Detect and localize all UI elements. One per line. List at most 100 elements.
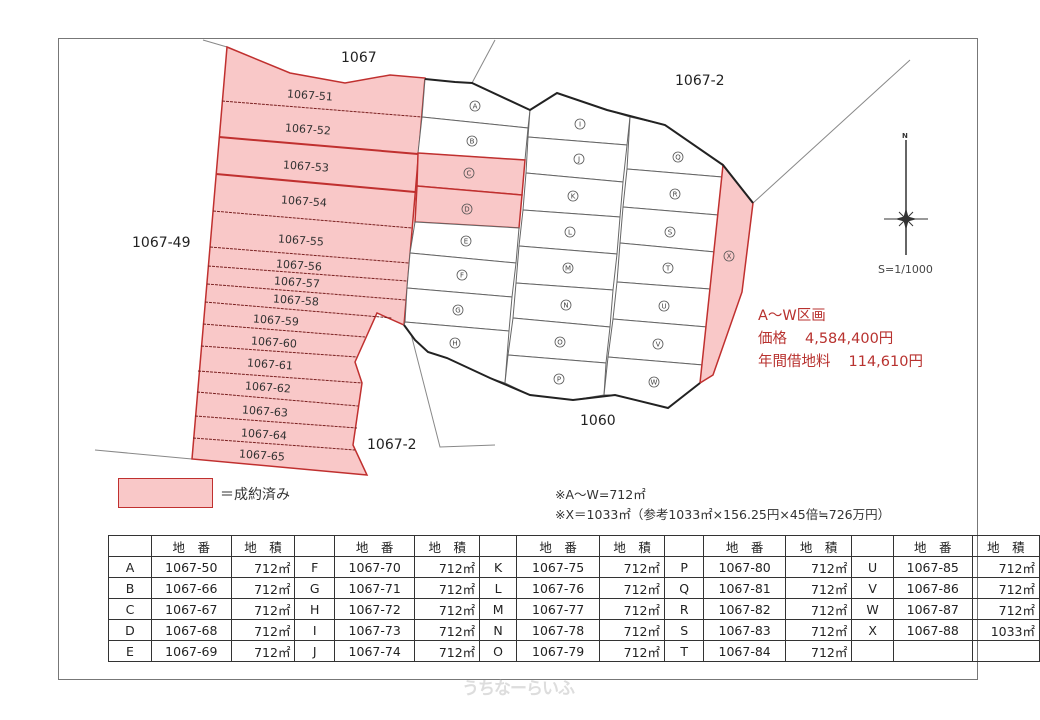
note-area-x: ※X＝1033㎡（参考1033㎡×156.25円×45倍≒726万円） [555, 507, 891, 522]
table-header-row: 地 番地 積地 番地 積地 番地 積地 番地 積地 番地 積 [108, 535, 1040, 557]
area-cell: 712㎡ [599, 598, 665, 620]
block-letter: G [455, 307, 460, 315]
lot-number-cell: 1067-80 [703, 556, 786, 578]
lot-label: 1067-58 [273, 292, 320, 308]
header-blank [294, 535, 335, 557]
block-marker-j [573, 153, 585, 165]
area-label-north: 1067 [341, 50, 377, 66]
area-cell: 712㎡ [599, 577, 665, 599]
block-letter: X [727, 253, 732, 261]
header-blank [479, 535, 518, 557]
legend-sold-label: ＝成約済み [220, 487, 290, 503]
lot-number-cell: 1067-70 [333, 556, 416, 578]
block-letter: U [661, 303, 666, 311]
block-marker-t [662, 262, 674, 274]
lot-number-cell: 1067-76 [516, 577, 601, 599]
block-marker-h [449, 337, 461, 349]
lot-number-cell: 1067-69 [150, 640, 232, 662]
price-value: 4,584,400円 [805, 331, 894, 347]
block-marker-q [672, 151, 684, 163]
header-lot-number: 地 番 [892, 535, 973, 557]
lot-label: 1067-55 [278, 232, 325, 248]
lot-number-cell: 1067-83 [703, 619, 786, 641]
area-cell: 712㎡ [971, 556, 1040, 578]
area-cell: 712㎡ [599, 556, 665, 578]
note-area-a-w: ※A～W=712㎡ [555, 487, 646, 502]
header-area: 地 積 [414, 535, 481, 557]
price-box-title: A～W区画 [758, 308, 826, 324]
block-q [626, 116, 724, 178]
rent-value: 114,610円 [848, 354, 923, 370]
header-blank [663, 535, 705, 557]
boundary-line [752, 59, 911, 204]
scale-label: S=1/1000 [878, 263, 933, 276]
lot-label: 1067-60 [251, 334, 298, 350]
area-cell: 712㎡ [784, 556, 853, 578]
header-area: 地 積 [599, 535, 665, 557]
block-letter-cell: T [663, 640, 705, 662]
area-cell: 712㎡ [784, 640, 853, 662]
site-outline [403, 324, 701, 410]
block-letter: Q [675, 154, 681, 162]
area-cell: 712㎡ [971, 577, 1040, 599]
lot-label: 1067-52 [285, 121, 332, 137]
lot-label: 1067-64 [241, 426, 288, 442]
block-letter-cell: J [294, 640, 335, 662]
area-cell: 712㎡ [230, 598, 296, 620]
area-cell: 712㎡ [784, 619, 853, 641]
block-letter-cell: D [108, 619, 152, 641]
block-letter: F [460, 272, 464, 280]
block-letter-cell: O [479, 640, 518, 662]
block-letter-cell [851, 640, 894, 662]
block-marker-n [560, 299, 572, 311]
block-marker-g [452, 304, 464, 316]
area-cell: 712㎡ [784, 598, 853, 620]
compass-north-label: N [902, 132, 908, 140]
block-marker-i [574, 118, 586, 130]
area-cell: 712㎡ [414, 577, 481, 599]
block-letter: M [565, 265, 571, 273]
block-letter-cell: F [294, 556, 335, 578]
block-letter-cell: G [294, 577, 335, 599]
area-cell: 712㎡ [599, 640, 665, 662]
block-letter-cell: C [108, 598, 152, 620]
lot-number-cell: 1067-66 [150, 577, 232, 599]
lot-number-cell: 1067-72 [333, 598, 416, 620]
lot-number-cell: 1067-85 [892, 556, 973, 578]
block-marker-o [554, 336, 566, 348]
block-letter-cell: U [851, 556, 894, 578]
lot-number-cell: 1067-84 [703, 640, 786, 662]
block-letter: P [557, 376, 561, 384]
lot-divider [192, 437, 356, 451]
lot-number-cell: 1067-81 [703, 577, 786, 599]
area-cell: 712㎡ [230, 577, 296, 599]
lot-number-cell: 1067-88 [892, 619, 973, 641]
block-marker-x [723, 250, 735, 262]
block-letter: B [470, 138, 475, 146]
lot-divider [218, 136, 419, 155]
block-letter: O [557, 339, 563, 347]
block-marker-r [669, 188, 681, 200]
block-marker-f [456, 269, 468, 281]
lot-number-cell: 1067-71 [333, 577, 416, 599]
site-outline [424, 78, 754, 204]
area-label-west: 1067-49 [132, 235, 191, 251]
block-marker-u [658, 300, 670, 312]
block-letter: A [473, 103, 478, 111]
block-letter-cell: R [663, 598, 705, 620]
lot-divider [204, 301, 393, 319]
block-letter: K [571, 193, 576, 201]
header-blank [851, 535, 894, 557]
lot-divider [206, 283, 407, 301]
block-marker-m [562, 262, 574, 274]
lot-label: 1067-57 [274, 274, 321, 290]
block-letter-cell: Q [663, 577, 705, 599]
block-letter: E [464, 238, 468, 246]
area-cell [971, 640, 1040, 662]
block-marker-v [652, 338, 664, 350]
block-marker-s [664, 226, 676, 238]
sold-region-west [191, 45, 426, 476]
block-letter: C [467, 170, 472, 178]
